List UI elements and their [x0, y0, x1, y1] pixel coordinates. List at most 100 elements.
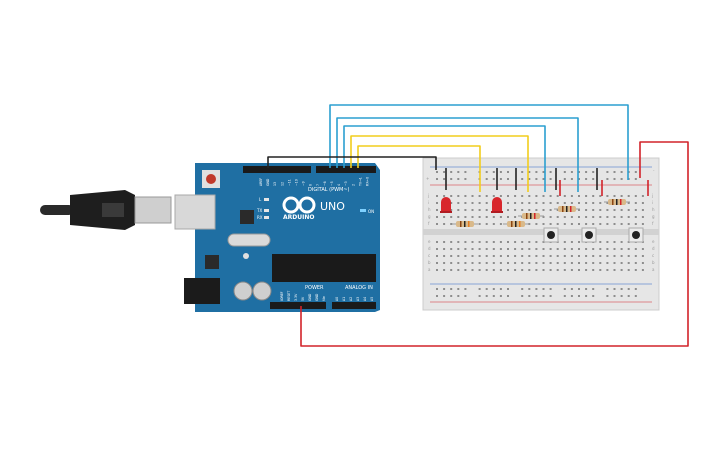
breadboard-hole — [471, 216, 474, 218]
breadboard-hole — [563, 241, 566, 243]
pin-label: ~6 — [323, 181, 327, 186]
row-letter: i — [652, 200, 653, 205]
breadboard-hole — [436, 216, 438, 218]
pin-label: ~3 — [344, 181, 348, 186]
on-led — [360, 209, 366, 212]
breadboard-hole — [570, 295, 573, 297]
breadboard-hole — [542, 295, 545, 297]
breadboard-hole — [606, 262, 609, 264]
breadboard-hole — [592, 209, 595, 211]
breadboard-hole — [464, 178, 467, 180]
breadboard-hole — [620, 195, 623, 197]
breadboard-hole — [570, 223, 573, 225]
breadboard-hole — [521, 202, 524, 204]
breadboard-hole — [528, 195, 531, 197]
breadboard-hole — [528, 209, 531, 211]
breadboard-hole — [641, 195, 644, 197]
breadboard-hole — [478, 255, 481, 257]
breadboard-hole — [443, 255, 446, 257]
pushbutton-3[interactable] — [628, 227, 644, 243]
breadboard-hole — [436, 202, 438, 204]
breadboard-hole — [492, 295, 495, 297]
row-letter: h — [652, 207, 655, 212]
breadboard-hole — [563, 171, 566, 173]
breadboard-hole — [578, 216, 580, 218]
breadboard-hole — [478, 262, 481, 264]
breadboard-hole — [535, 209, 538, 211]
breadboard-hole — [578, 255, 580, 257]
breadboard-hole — [599, 216, 602, 218]
breadboard-hole — [606, 202, 609, 204]
breadboard-hole — [606, 288, 609, 290]
pushbutton-1[interactable] — [543, 227, 559, 243]
breadboard-hole — [578, 171, 580, 173]
breadboard-hole — [485, 223, 488, 225]
pin-label: 3.3V — [294, 293, 298, 301]
breadboard-hole — [641, 216, 644, 218]
breadboard-hole — [450, 178, 453, 180]
row-letter: c — [652, 253, 654, 258]
breadboard-hole — [514, 241, 517, 243]
breadboard-hole — [464, 171, 467, 173]
pushbutton-2[interactable] — [581, 227, 597, 243]
breadboard-hole — [478, 288, 481, 290]
breadboard-hole — [585, 202, 588, 204]
breadboard-hole — [556, 223, 559, 225]
breadboard-hole — [492, 178, 495, 180]
breadboard-hole — [450, 209, 453, 211]
breadboard-hole — [563, 262, 566, 264]
pin-label: A5 — [370, 297, 374, 301]
breadboard-hole — [450, 295, 453, 297]
breadboard-hole — [570, 202, 573, 204]
breadboard-hole — [464, 262, 467, 264]
tx-led — [264, 209, 269, 212]
row-letter: e — [428, 239, 431, 244]
breadboard-hole — [599, 255, 602, 257]
breadboard-hole — [620, 288, 623, 290]
breadboard-hole — [606, 223, 609, 225]
breadboard-hole — [457, 262, 460, 264]
breadboard-hole — [528, 241, 531, 243]
breadboard-hole — [634, 295, 637, 297]
breadboard-hole — [478, 202, 481, 204]
resistor-4 — [554, 206, 580, 212]
breadboard-hole — [457, 202, 460, 204]
breadboard-hole — [634, 248, 637, 250]
breadboard-hole — [634, 255, 637, 257]
breadboard-hole — [592, 269, 595, 271]
breadboard-hole — [606, 216, 609, 218]
breadboard-hole — [627, 255, 630, 257]
breadboard-hole — [492, 255, 495, 257]
resistor-1-band — [468, 221, 470, 227]
row-letter: f — [652, 221, 654, 226]
breadboard-hole — [521, 269, 524, 271]
breadboard-hole — [521, 171, 524, 173]
pushbutton-1-cap[interactable] — [547, 231, 555, 239]
power-header-label: POWER — [305, 285, 324, 291]
pin-label: TX→1 — [358, 177, 362, 187]
breadboard-hole — [542, 262, 545, 264]
rail-plus-label: + — [426, 176, 429, 181]
breadboard-hole — [563, 269, 566, 271]
breadboard-hole — [613, 178, 616, 180]
breadboard-hole — [563, 195, 566, 197]
breadboard-hole — [599, 195, 602, 197]
breadboard-hole — [499, 288, 502, 290]
breadboard-hole — [471, 202, 474, 204]
row-letter: a — [652, 267, 655, 272]
pushbutton-2-cap[interactable] — [585, 231, 593, 239]
resistor-3-band — [530, 213, 532, 219]
pushbutton-3-cap[interactable] — [632, 231, 640, 239]
wire-blue-1 — [329, 104, 629, 180]
breadboard-hole — [620, 269, 623, 271]
breadboard-hole — [549, 202, 552, 204]
pin-label: ~10 — [295, 179, 299, 186]
row-letter: g — [652, 214, 655, 219]
breadboard-hole — [585, 288, 588, 290]
breadboard-hole — [443, 216, 446, 218]
breadboard-hole — [549, 209, 552, 211]
breadboard-hole — [620, 209, 623, 211]
wire-blue-2 — [336, 117, 579, 192]
breadboard-hole — [436, 248, 438, 250]
